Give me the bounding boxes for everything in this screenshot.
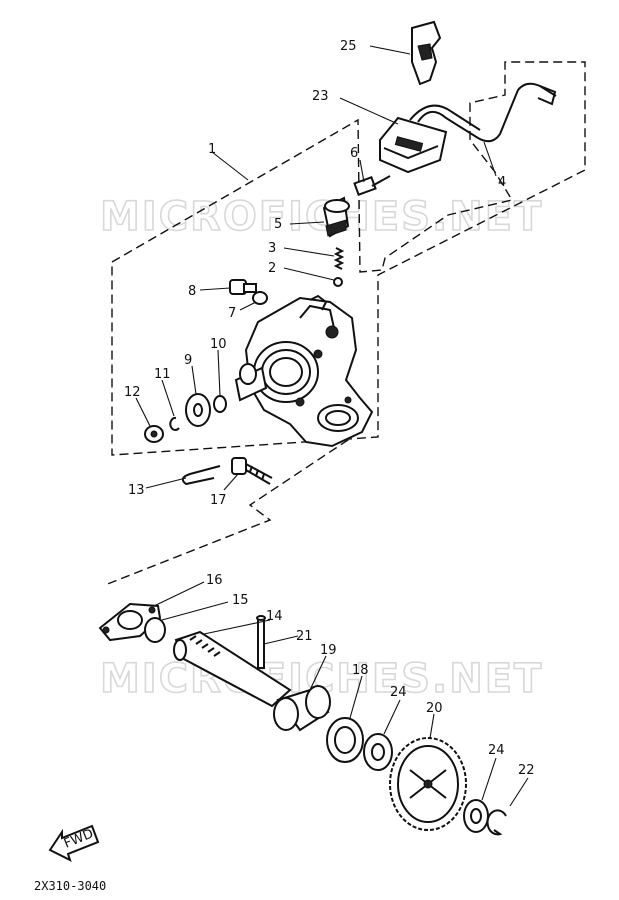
callout-11: 11 (154, 367, 171, 382)
part-20-gear[interactable] (389, 737, 467, 831)
part-24-washer-a[interactable] (363, 733, 393, 771)
callout-19: 19 (320, 643, 337, 658)
assembly-link-line (104, 431, 361, 586)
part-13-hairpin-clip[interactable] (181, 465, 221, 486)
part-10-spacer[interactable] (213, 395, 227, 413)
callout-10: 10 (210, 337, 227, 352)
part-3-spring[interactable] (333, 247, 345, 270)
part-5-banjo-fitting[interactable] (322, 196, 350, 238)
callout-13: 13 (128, 483, 145, 498)
callout-6: 6 (350, 146, 358, 161)
part-25-bracket[interactable] (411, 20, 442, 86)
fwd-arrow-icon: FWD (48, 824, 100, 862)
part-18-bearing[interactable] (326, 717, 364, 763)
callout-1: 1 (208, 142, 216, 157)
part-1-pump-shaft (234, 363, 268, 402)
leader-lines (135, 45, 529, 807)
callout-8: 8 (188, 284, 196, 299)
part-15-o-ring[interactable] (144, 617, 166, 643)
part-12-nut[interactable] (144, 425, 164, 443)
part-7-washer[interactable] (252, 291, 268, 305)
part-19-collar[interactable] (273, 685, 331, 732)
part-24-washer-b[interactable] (463, 799, 489, 833)
callout-14: 14 (266, 609, 283, 624)
part-2-check-ball[interactable] (333, 277, 343, 287)
part-22-circlip[interactable] (486, 809, 507, 836)
callout-20: 20 (426, 701, 443, 716)
callout-7: 7 (228, 306, 236, 321)
part-6-hose-clamp[interactable] (353, 175, 391, 196)
part-14-drive-shaft[interactable] (173, 630, 292, 708)
callout-17: 17 (210, 493, 227, 508)
part-11-clip[interactable] (169, 416, 180, 431)
part-4-oil-pipe[interactable] (409, 82, 557, 143)
callout-15: 15 (232, 593, 249, 608)
watermark-top: MICROFICHES.NET (100, 194, 543, 240)
part-17-screw[interactable] (231, 457, 273, 485)
callout-4: 4 (498, 175, 506, 190)
callout-16: 16 (206, 573, 223, 588)
part-1-oil-pump-body[interactable] (244, 294, 374, 448)
callout-12: 12 (124, 385, 141, 400)
callout-23: 23 (312, 89, 329, 104)
callout-24-b: 24 (488, 743, 505, 758)
callout-5: 5 (274, 217, 282, 232)
callout-21: 21 (296, 629, 313, 644)
part-23-oil-reservoir[interactable] (379, 116, 448, 174)
callout-9: 9 (184, 353, 192, 368)
part-21-pin[interactable] (256, 615, 266, 669)
callout-2: 2 (268, 261, 276, 276)
callout-22: 22 (518, 763, 535, 778)
callout-18: 18 (352, 663, 369, 678)
callout-25: 25 (340, 39, 357, 54)
callout-24-a: 24 (390, 685, 407, 700)
part-8-bolt[interactable] (229, 279, 257, 295)
assembly-outline-1 (111, 61, 586, 456)
callout-3: 3 (268, 241, 276, 256)
diagram-code: 2X310-3040 (34, 879, 106, 893)
part-9-plate[interactable] (185, 393, 211, 427)
